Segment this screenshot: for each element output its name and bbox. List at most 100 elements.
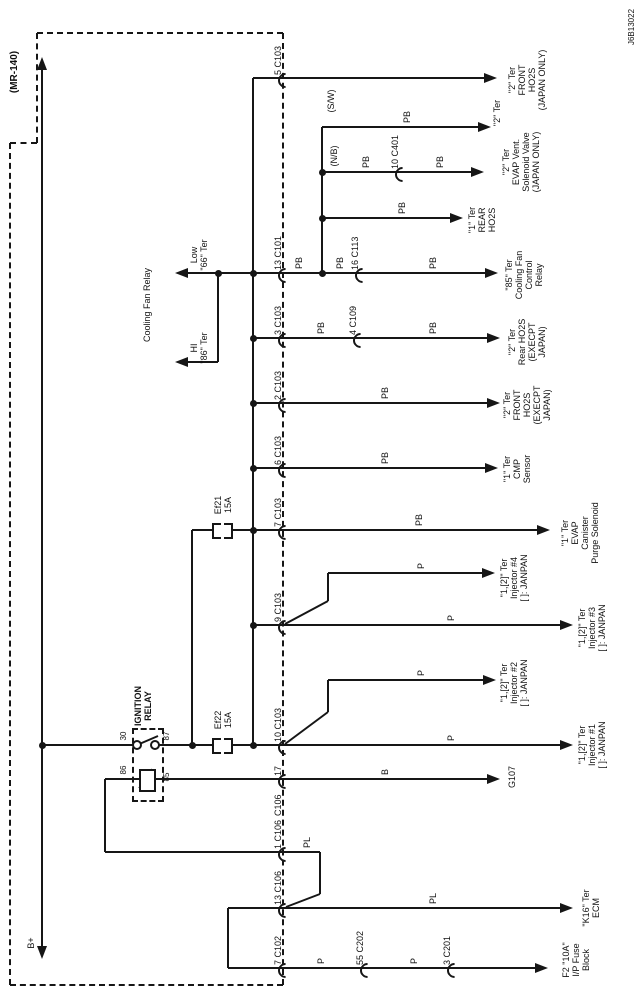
fuse-ef21-icon xyxy=(224,523,233,539)
connector-label: 13 C101 xyxy=(273,235,283,270)
wire xyxy=(180,361,218,363)
wire-color-label: PB xyxy=(361,155,371,168)
label-cooling-fan-low: Low"66" Ter xyxy=(189,239,209,271)
wire xyxy=(321,127,323,273)
relay-terminal-icon xyxy=(132,740,142,750)
junction-dot xyxy=(250,465,257,472)
arrow-right-icon xyxy=(560,740,573,750)
wire xyxy=(41,60,43,956)
arrow-right-icon xyxy=(478,122,491,132)
wire xyxy=(42,744,137,746)
arrow-down-icon xyxy=(37,946,47,959)
wire-color-label: PB xyxy=(335,256,345,269)
wire xyxy=(227,908,229,968)
wire-color-label: PB xyxy=(428,321,438,334)
junction-dot xyxy=(319,215,326,222)
wire xyxy=(253,77,492,79)
wire xyxy=(253,402,495,404)
wire xyxy=(327,573,329,601)
connector-label: 5 C103 xyxy=(273,45,283,75)
wire-color-label: P xyxy=(446,614,456,621)
wire xyxy=(105,851,320,853)
connector-label: 3 C201 xyxy=(442,935,452,965)
connector-name-label: C106 xyxy=(273,794,283,816)
junction-dot xyxy=(319,270,326,277)
wire-color-label: PB xyxy=(316,321,326,334)
wire xyxy=(322,171,479,173)
relay-terminal-icon xyxy=(150,740,160,750)
wire xyxy=(180,272,493,274)
junction-dot xyxy=(250,742,257,749)
junction-dot xyxy=(250,400,257,407)
arrow-right-icon xyxy=(487,333,500,343)
wire-color-label: P xyxy=(409,957,419,964)
harness-boundary xyxy=(37,32,283,34)
wire xyxy=(105,778,140,780)
relay-pin-86: 86 xyxy=(119,765,128,775)
wire-color-label: PB xyxy=(402,110,412,123)
ignition-relay-box xyxy=(132,728,164,802)
wire xyxy=(328,679,491,681)
fuse-ef22-icon xyxy=(224,738,233,754)
connector-label: 16 C113 xyxy=(350,236,360,270)
label-wire-variant-sw: (S/W) xyxy=(326,89,336,113)
wire xyxy=(233,744,568,746)
connector-label: 7 C103 xyxy=(273,497,283,527)
wire xyxy=(228,907,568,909)
relay-coil-icon xyxy=(139,769,156,792)
wire-color-label: P xyxy=(416,669,426,676)
wire xyxy=(192,529,212,531)
wire xyxy=(253,337,495,339)
junction-dot xyxy=(250,622,257,629)
arrow-right-icon xyxy=(487,774,500,784)
wire-color-label: PB xyxy=(435,155,445,168)
junction-dot xyxy=(250,270,257,277)
connector-label: 10 C103 xyxy=(273,707,283,742)
arrow-right-icon xyxy=(485,463,498,473)
label-wire-variant-nb: (N/B) xyxy=(329,145,339,167)
wire-color-label: PB xyxy=(414,513,424,526)
wire-color-label: PB xyxy=(380,386,390,399)
junction-dot xyxy=(39,742,46,749)
wire-color-label: PL xyxy=(428,892,438,904)
arrow-right-icon xyxy=(485,268,498,278)
wire xyxy=(253,467,493,469)
wire xyxy=(104,779,106,852)
arrow-right-icon xyxy=(484,73,497,83)
arrow-right-icon xyxy=(482,568,495,578)
wire xyxy=(191,530,193,745)
wire xyxy=(253,624,568,626)
junction-dot xyxy=(250,335,257,342)
page-code: J6B13022 xyxy=(627,8,636,46)
wire-color-label: P xyxy=(316,957,326,964)
junction-dot xyxy=(250,527,257,534)
arrow-left-icon xyxy=(175,268,188,278)
connector-label: 3 C103 xyxy=(273,305,283,335)
wire xyxy=(217,273,219,362)
label-g107-ground: G107 xyxy=(507,765,517,789)
wire xyxy=(228,967,543,969)
wire xyxy=(155,744,212,746)
wire xyxy=(322,217,458,219)
connector-pin-label: 17 xyxy=(273,765,283,776)
connector-label: 10 C401 xyxy=(390,134,400,169)
arrow-right-icon xyxy=(560,903,573,913)
bplus-label: B+ xyxy=(26,937,36,949)
connector-label: 2 C103 xyxy=(273,370,283,400)
wire xyxy=(328,572,490,574)
wire xyxy=(153,778,495,780)
